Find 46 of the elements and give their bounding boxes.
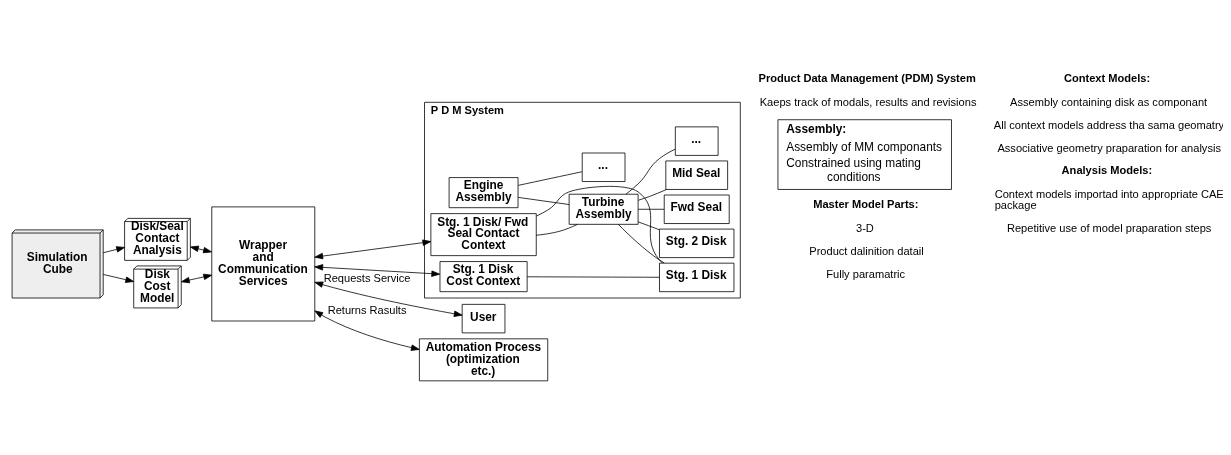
node-box: Wrapper and Communication Services: [211, 206, 316, 322]
arrow: [314, 239, 432, 260]
connector: [536, 186, 663, 264]
node-box: Mid Seal: [665, 160, 729, 190]
node-box: Turbine Assembly: [568, 193, 639, 225]
node-box: Stg. 1 Disk Cost Context: [439, 261, 528, 293]
node-box: Stg. 1 Disk: [659, 262, 735, 293]
label: Context Models:: [1064, 72, 1151, 85]
node-box: Stg. 1 Disk/ Fwd Seal Contact Context: [430, 213, 537, 257]
label: 3-D: [855, 222, 874, 235]
connector: [637, 221, 660, 231]
label: Product dalinition datail: [809, 245, 924, 257]
connector: [517, 197, 570, 205]
connector: [637, 208, 665, 210]
label: Associative geometry praparation for analysis: [997, 141, 1221, 154]
node-box: Assembly: Assembly of MM componants Constrained using mating conditions: [777, 119, 952, 190]
connector: [617, 223, 665, 264]
node-box: User: [461, 303, 506, 334]
label: Context models importad into appropriate CAE package: [994, 187, 1224, 212]
label: Kaeps track of modals, results and revisions: [759, 96, 977, 109]
connector: [625, 148, 676, 195]
arrow: [102, 274, 135, 283]
arrow: [190, 245, 212, 254]
label: Fully paramatric: [826, 267, 906, 280]
connector: [526, 276, 660, 278]
node-box: Automation Process (optimization etc.): [419, 338, 549, 382]
edge-label: Returns Rasults: [327, 304, 407, 317]
connector: [517, 171, 583, 186]
node-box: Engine Assembly: [448, 177, 519, 209]
edge-label: Requests Service: [323, 272, 411, 285]
label: Master Model Parts:: [813, 198, 919, 211]
node-box: ...: [674, 126, 719, 156]
node-box: Fwd Seal: [663, 194, 730, 224]
label: Repetitive use of model praparation steps: [1006, 222, 1212, 235]
arrow: [102, 246, 125, 254]
connector: [637, 189, 667, 201]
arrow: [314, 281, 463, 317]
arrow: [181, 273, 213, 284]
node-box: Stg. 2 Disk: [659, 228, 735, 258]
label: Product Data Management (PDM) System: [758, 72, 976, 85]
node-box: ...: [581, 152, 626, 182]
label: Analysis Models:: [1061, 164, 1153, 177]
arrow: [314, 264, 441, 277]
arrow: [314, 310, 420, 351]
connector: [535, 224, 578, 236]
label: Assembly containing disk as componant: [1010, 96, 1208, 109]
